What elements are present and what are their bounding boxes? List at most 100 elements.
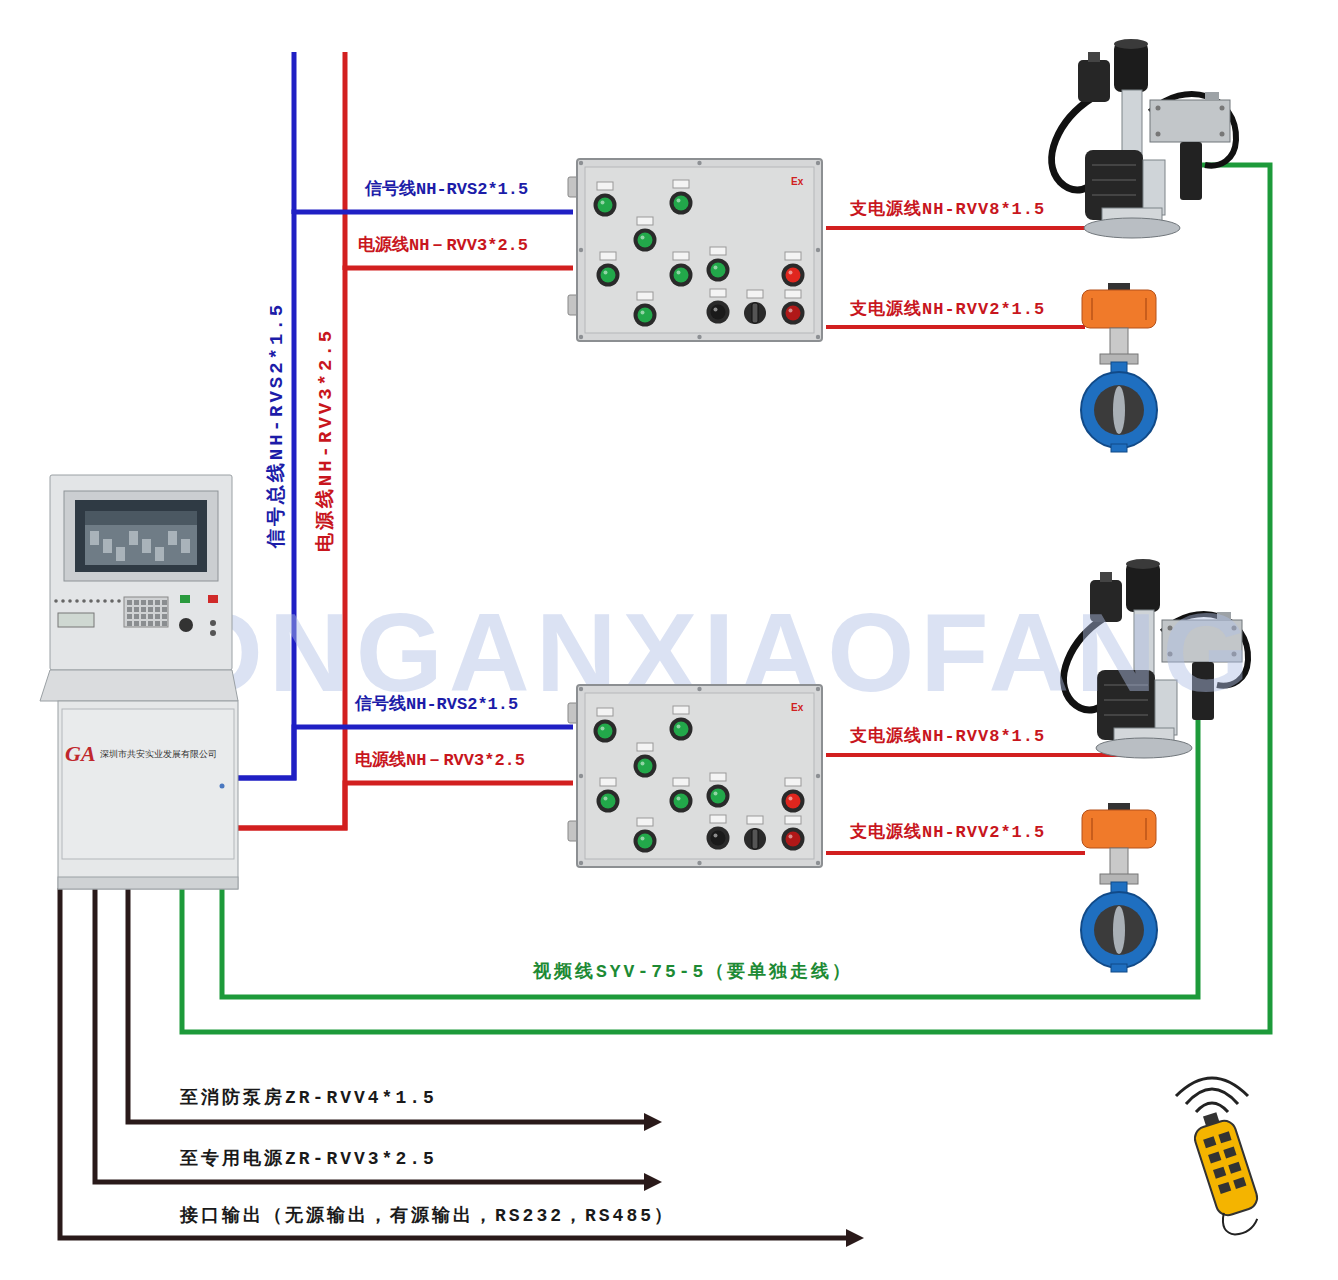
branch-power-wire (826, 851, 1085, 855)
bus-line-stub (292, 52, 297, 214)
output-wire (60, 888, 850, 1238)
arrow-head (846, 1229, 864, 1247)
remote-control (1208, 1151, 1221, 1163)
fire-monitor (1078, 60, 1110, 102)
fire-monitor (1220, 106, 1225, 111)
fire-monitor (1205, 92, 1219, 100)
output-cable-label: 至消防泵房ZR-RVV4*1.5 (180, 1088, 437, 1110)
label-holder: 至专用电源ZR-RVV3*2.5 (180, 1149, 437, 1171)
fire-monitor (1156, 132, 1161, 137)
explosion-proof-control-box: Ex (573, 683, 826, 869)
cable-label: 电源线NH－RVV3*2.5 (355, 751, 525, 771)
branch-power-wire (826, 228, 1125, 853)
bus-line-stub (294, 52, 345, 270)
label-holder: 支电源线NH-RVV2*1.5 (850, 300, 1045, 320)
label-holder: 信号线NH-RVS2*1.5 (355, 695, 518, 715)
ex-mark: Ex (791, 702, 803, 713)
butterfly-valve (1082, 290, 1156, 328)
video-cable-label: 视频线SYV-75-5（要单独走线） (533, 962, 853, 984)
power-wire (238, 268, 573, 828)
arrow-head (644, 1113, 864, 1247)
company-logo: GA (65, 741, 96, 767)
arrow-head (644, 1113, 662, 1131)
box-drawing (568, 159, 822, 341)
fire-monitor (1180, 142, 1202, 200)
label-holder: 电源线NH－RVV3*2.5 (358, 236, 528, 256)
butterfly-valve (1081, 283, 1157, 452)
branch-cable-label: 支电源线NH-RVV8*1.5 (850, 200, 1045, 220)
remote-control (1223, 1147, 1236, 1159)
bus-line-stub (343, 52, 348, 270)
fire-monitor (1122, 90, 1142, 160)
label-holder: 支电源线NH-RVV2*1.5 (850, 823, 1045, 843)
output-wire (128, 888, 648, 1122)
box-drawing (568, 685, 822, 867)
output-cable-label: 至专用电源ZR-RVV3*2.5 (180, 1149, 437, 1171)
remote-control (1203, 1136, 1216, 1148)
output-wire (60, 888, 850, 1238)
fire-monitor (1092, 179, 1136, 181)
cable-label: 信号线NH-RVS2*1.5 (355, 695, 518, 715)
remote-control (1196, 1103, 1228, 1112)
remote-control (1233, 1177, 1246, 1189)
fire-monitor (1143, 160, 1165, 215)
branch-cable-label: 支电源线NH-RVV2*1.5 (850, 300, 1045, 320)
remote-control (1220, 1204, 1260, 1238)
branch-cable-label: 支电源线NH-RVV2*1.5 (850, 823, 1045, 843)
label-holder: 信号总线NH-RVS2*1.5 (277, 425, 523, 448)
fire-monitor (1092, 194, 1136, 196)
branch-power-wire (826, 753, 1125, 757)
explosion-proof-control-box-outline (573, 157, 826, 343)
label-holder: 接口输出（无源输出，有源输出，RS232，RS485） (180, 1206, 675, 1228)
fire-monitor (1114, 39, 1148, 49)
branch-power-wire (826, 325, 1085, 329)
remote-control (1176, 1078, 1248, 1096)
arrow-head (644, 1173, 662, 1191)
remote-control (1176, 1078, 1267, 1238)
cable-label: 电源线NH－RVV3*2.5 (358, 236, 528, 256)
explosion-proof-control-box: Ex (573, 157, 826, 343)
label-holder: 支电源线NH-RVV8*1.5 (850, 727, 1045, 747)
ex-mark: Ex (791, 176, 803, 187)
butterfly-valve (1091, 298, 1093, 320)
remote-control (1192, 1118, 1260, 1218)
butterfly-valve (1110, 328, 1128, 356)
branch-power-wire (826, 226, 1100, 230)
signal-wire (238, 727, 573, 778)
label-holder: 电源线NH-RVV3*2.5 (326, 440, 550, 463)
remote-control (1228, 1162, 1241, 1174)
cabinet-drawing (40, 475, 238, 889)
control-cabinet-outline (40, 473, 238, 891)
bus-cable-label: 电源线NH-RVV3*2.5 (315, 328, 338, 552)
remote-control (1213, 1167, 1226, 1179)
label-holder: 至消防泵房ZR-RVV4*1.5 (180, 1088, 437, 1110)
butterfly-valve (1081, 372, 1157, 448)
power-wire (238, 783, 573, 828)
butterfly-valve (1113, 386, 1125, 434)
butterfly-valve (1145, 298, 1147, 320)
remote-control (1218, 1131, 1231, 1143)
fire-monitor (1092, 164, 1136, 166)
label-holder: 支电源线NH-RVV8*1.5 (850, 200, 1045, 220)
butterfly-valve (1081, 803, 1157, 972)
fire-monitor (1052, 39, 1236, 238)
output-wire (95, 888, 648, 1182)
remote-control (1218, 1182, 1231, 1194)
fire-monitor (1150, 100, 1230, 142)
cable-label: 信号线NH-RVS2*1.5 (365, 180, 528, 200)
bus-cable-label: 信号总线NH-RVS2*1.5 (266, 302, 289, 548)
label-holder: 视频线SYV-75-5（要单独走线） (533, 962, 853, 984)
fire-monitor (1088, 52, 1100, 62)
explosion-proof-control-box-outline (573, 683, 826, 869)
label-holder: 信号线NH-RVS2*1.5 (365, 180, 528, 200)
fire-monitor (1156, 106, 1161, 111)
fire-monitor (1114, 42, 1148, 92)
fire-monitor (1220, 132, 1225, 137)
company-name: 深圳市共安实业发展有限公司 (100, 748, 217, 761)
branch-cable-label: 支电源线NH-RVV8*1.5 (850, 727, 1045, 747)
label-holder: 电源线NH－RVV3*2.5 (355, 751, 525, 771)
control-cabinet: GA 深圳市共安实业发展有限公司 (40, 473, 238, 891)
remote-control (1189, 1108, 1267, 1238)
butterfly-valve (1094, 385, 1144, 435)
output-cable-label: 接口输出（无源输出，有源输出，RS232，RS485） (180, 1206, 675, 1228)
